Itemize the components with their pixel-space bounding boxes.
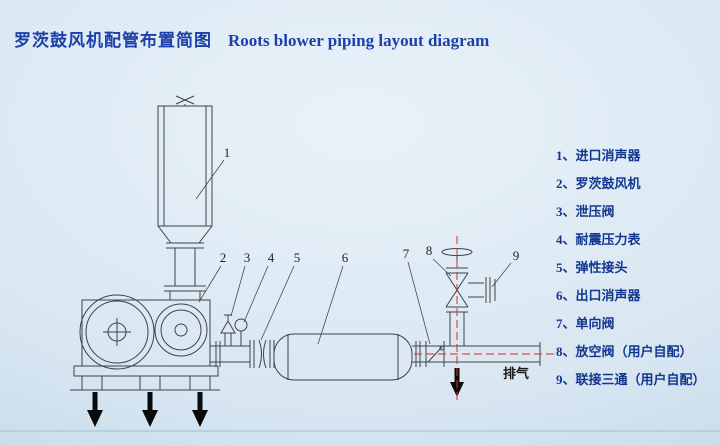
legend-item: 8、放空阀（用户自配） [556,344,693,359]
part-label-4: 4 [243,250,275,323]
legend-item: 1、进口消声器 [556,148,641,163]
part-label-7: 7 [403,246,431,345]
outlet-silencer [273,333,413,381]
page-title: 罗茨鼓风机配管布置简图 Roots blower piping layout di… [14,26,489,51]
part-number: 2 [220,250,227,265]
legend-item: 4、耐震压力表 [556,232,641,247]
vent-valve-assembly [441,248,496,397]
part-number: 6 [342,250,349,265]
legend-item: 9、联接三通（用户自配） [556,372,706,387]
inlet-silencer [157,95,213,300]
part-label-5: 5 [260,250,301,341]
legend: 1、进口消声器 2、罗茨鼓风机 3、泄压阀 4、耐震压力表 5、弹性接头 6、出… [556,142,716,394]
part-label-8: 8 [426,243,452,277]
legend-item: 6、出口消声器 [556,288,641,303]
part-number: 8 [426,243,433,258]
legend-item: 5、弹性接头 [556,260,628,275]
part-number: 9 [513,248,520,263]
part-number: 1 [224,145,231,160]
legend-item: 2、罗茨鼓风机 [556,176,641,191]
part-number: 5 [294,250,301,265]
discharge-piping [210,314,275,369]
legend-item: 7、单向阀 [556,316,615,331]
roots-blower [70,294,220,391]
part-number: 3 [244,250,251,265]
part-label-9: 9 [491,248,520,288]
part-label-2: 2 [198,250,227,303]
anchor-arrows [87,392,208,427]
title-chinese: 罗茨鼓风机配管布置简图 [14,31,212,50]
exhaust-label: 排气 [503,366,529,381]
part-label-6: 6 [317,250,349,345]
legend-item: 3、泄压阀 [556,204,615,219]
part-label-3: 3 [230,250,251,317]
title-english: Roots blower piping layout diagram [228,31,490,50]
part-number: 7 [403,246,410,261]
part-label-1: 1 [195,145,231,200]
part-number: 4 [268,250,275,265]
centerlines [414,236,556,404]
